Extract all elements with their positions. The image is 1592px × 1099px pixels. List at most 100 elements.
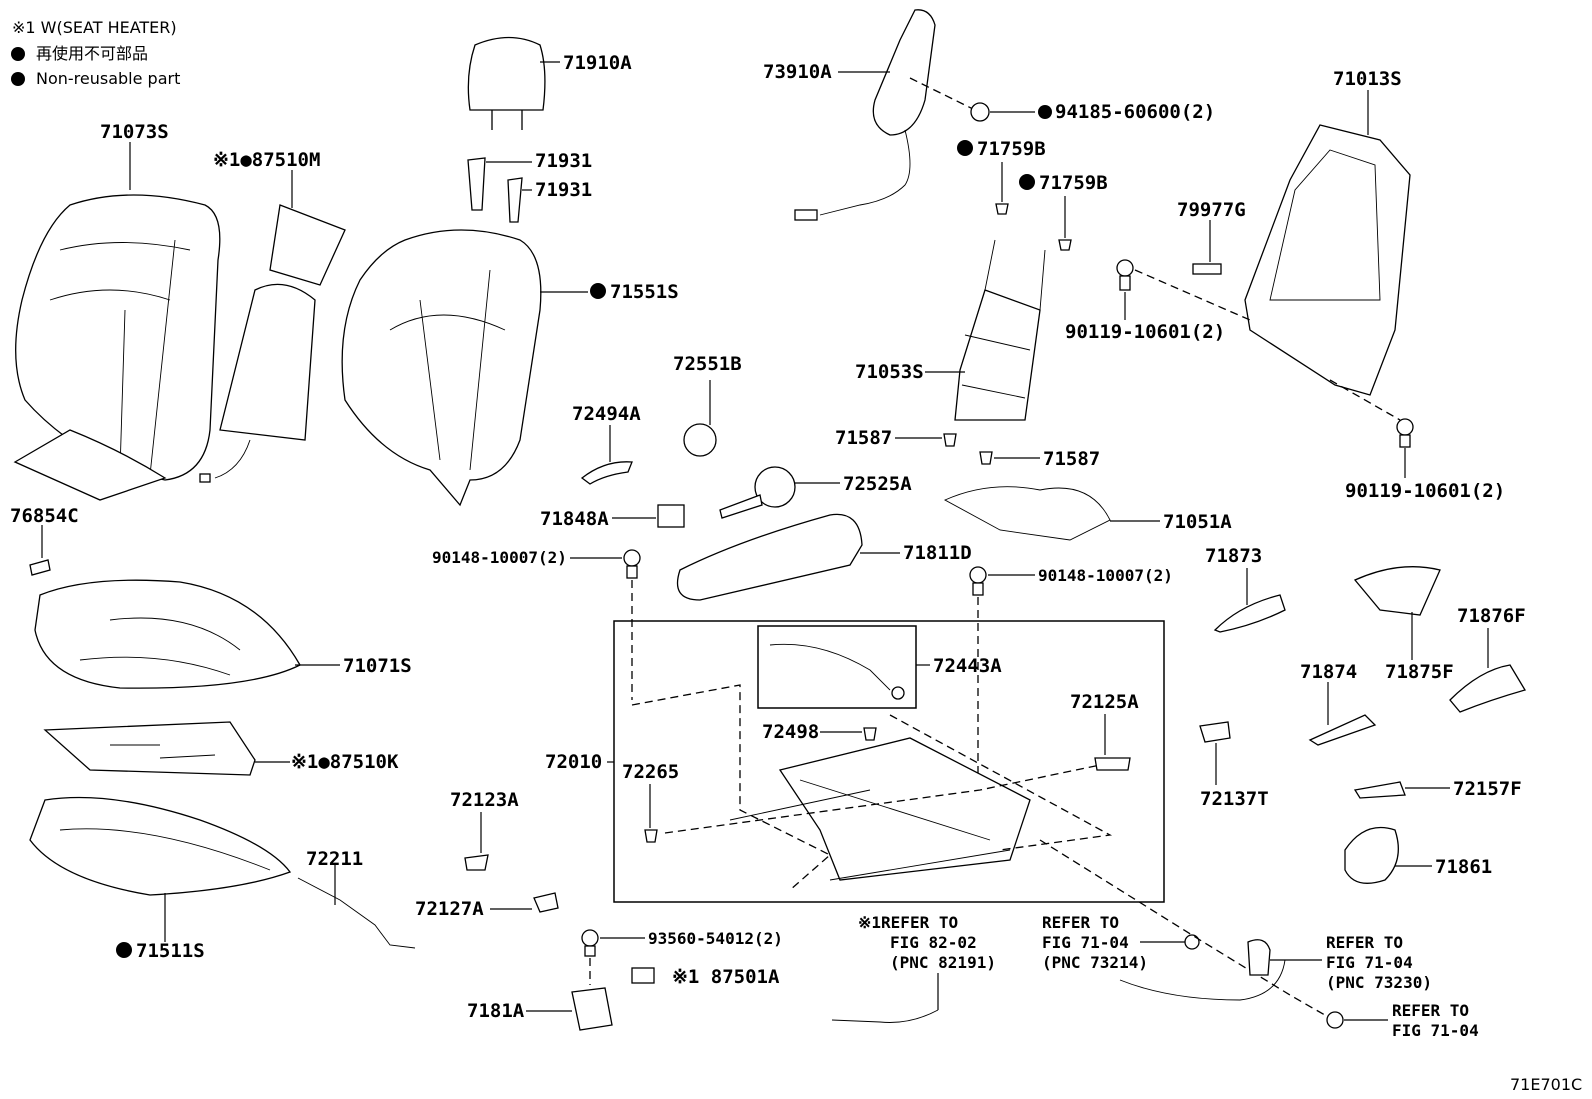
part-label-90119-b: 90119-10601(2) — [1345, 480, 1505, 502]
cap-72551B-drawing — [683, 423, 717, 457]
ref-text: ※1REFER TO — [858, 913, 958, 932]
reference-71-04-73214: REFER TO FIG 71-04 (PNC 73214) — [1042, 913, 1200, 972]
cover-71873-drawing — [1213, 594, 1286, 633]
clip-icon — [979, 451, 993, 465]
part-label-71587-b: 71587 — [1043, 448, 1100, 470]
part-label-71861: 71861 — [1435, 856, 1492, 878]
part-label-71511S: 71511S — [136, 940, 205, 962]
clip-icon — [995, 203, 1009, 215]
screw-icon — [581, 929, 599, 957]
part-label-87510M: ※1●87510M — [213, 149, 320, 171]
bullet-icon — [11, 72, 25, 86]
part-label-72525A: 72525A — [843, 473, 912, 495]
ref-text: FIG 71-04 — [1326, 953, 1413, 972]
part-label-72498: 72498 — [762, 721, 819, 743]
part-label-72157F: 72157F — [1453, 778, 1522, 800]
part-label-72137T: 72137T — [1200, 788, 1269, 810]
part-label-87510K: ※1●87510K — [291, 751, 399, 773]
part-label-94185: 94185-60600(2) — [1055, 101, 1215, 123]
nut-icon — [1184, 934, 1200, 950]
part-label-72265: 72265 — [622, 761, 679, 783]
bracket-icon — [1094, 757, 1131, 771]
non-reusable-mark-icon — [957, 140, 973, 156]
part-label-71811D: 71811D — [903, 542, 972, 564]
sub-group-box — [757, 625, 917, 709]
bracket-71848A-drawing — [657, 504, 685, 528]
cover-72157F-drawing — [1353, 781, 1406, 799]
cover-71861-drawing — [1344, 826, 1399, 884]
headrest-guide-drawing — [467, 157, 523, 223]
legend-non-reusable-en: Non-reusable part — [36, 69, 180, 88]
reference-82-02: ※1REFER TO FIG 82-02 (PNC 82191) — [831, 913, 996, 1023]
part-label-72494A: 72494A — [572, 403, 641, 425]
part-label-79977G: 79977G — [1177, 199, 1246, 221]
seat-cushion-heater-drawing — [43, 721, 256, 776]
part-label-72123A: 72123A — [450, 789, 519, 811]
non-reusable-mark-icon — [1019, 174, 1035, 190]
bullet-icon — [11, 47, 25, 61]
part-label-71931-a: 71931 — [535, 150, 592, 172]
part-label-71848A: 71848A — [540, 508, 609, 530]
harness-icon — [831, 1009, 939, 1023]
bolt-icon — [623, 549, 641, 579]
legend: ※1 W(SEAT HEATER) 再使用不可部品 Non-reusable p… — [11, 18, 180, 88]
part-label-73910A: 73910A — [763, 61, 832, 83]
part-label-90148-b: 90148-10007(2) — [1038, 566, 1173, 585]
part-label-71013S: 71013S — [1333, 68, 1402, 90]
clip-icon — [644, 829, 658, 843]
part-label-71910A: 71910A — [563, 52, 632, 74]
non-reusable-mark-icon — [1038, 105, 1052, 119]
part-label-90148-a: 90148-10007(2) — [432, 548, 567, 567]
reference-71-04: REFER TO FIG 71-04 — [1326, 1001, 1479, 1040]
heater-switch-drawing — [631, 967, 655, 984]
recliner-handle-drawing — [719, 466, 796, 519]
clip-76854C-drawing — [29, 559, 51, 576]
ref-text: REFER TO — [1392, 1001, 1469, 1020]
ref-text: FIG 71-04 — [1392, 1021, 1479, 1040]
part-label-71551S: 71551S — [610, 281, 679, 303]
legend-non-reusable-jp: 再使用不可部品 — [36, 44, 148, 63]
reference-71-04-73230: REFER TO FIG 71-04 (PNC 73230) — [1270, 933, 1432, 992]
ref-text: REFER TO — [1042, 913, 1119, 932]
part-label-71875F: 71875F — [1385, 661, 1454, 683]
cover-72494A-drawing — [580, 461, 633, 485]
nut-icon — [891, 686, 905, 700]
cover-71876F-drawing — [1449, 664, 1526, 713]
part-label-71053S: 71053S — [855, 361, 924, 383]
clip-icon — [1058, 239, 1072, 251]
part-label-90119-a: 90119-10601(2) — [1065, 321, 1225, 343]
part-label-71051A: 71051A — [1163, 511, 1232, 533]
part-label-71759B-a: 71759B — [977, 138, 1046, 160]
wire-harness-71051A-drawing — [943, 486, 1111, 541]
ref-text: FIG 71-04 — [1042, 933, 1129, 952]
figure-code: 71E701C — [1510, 1075, 1582, 1094]
ref-text: FIG 82-02 — [890, 933, 977, 952]
seatback-spring-drawing — [954, 239, 1046, 421]
ref-text: REFER TO — [1326, 933, 1403, 952]
cover-71874-drawing — [1308, 714, 1377, 746]
part-label-71876F: 71876F — [1457, 605, 1526, 627]
nut-icon — [970, 102, 990, 122]
label-79977G-drawing — [1192, 263, 1222, 275]
part-label-71073S: 71073S — [100, 121, 169, 143]
bolt-icon — [969, 566, 987, 596]
seatback-pad-drawing — [341, 229, 542, 507]
part-label-76854C: 76854C — [10, 505, 79, 527]
part-label-71759B-b: 71759B — [1039, 172, 1108, 194]
cover-72137T-drawing — [1199, 721, 1231, 743]
legend-seat-heater: ※1 W(SEAT HEATER) — [12, 18, 177, 37]
ref-text: (PNC 73230) — [1326, 973, 1432, 992]
part-label-72443A: 72443A — [933, 655, 1002, 677]
part-label-71873: 71873 — [1205, 545, 1262, 567]
seatback-frame-drawing — [1244, 124, 1411, 396]
part-label-71587-a: 71587 — [835, 427, 892, 449]
side-airbag-drawing — [794, 9, 936, 221]
seat-cushion-cover-drawing — [34, 579, 301, 689]
clip-icon — [863, 727, 877, 741]
part-label-72127A: 72127A — [415, 898, 484, 920]
seatback-heater-drawing — [199, 204, 346, 483]
part-label-72010: 72010 — [545, 751, 602, 773]
part-label-71071S: 71071S — [343, 655, 412, 677]
bolt-icon — [1116, 259, 1134, 291]
